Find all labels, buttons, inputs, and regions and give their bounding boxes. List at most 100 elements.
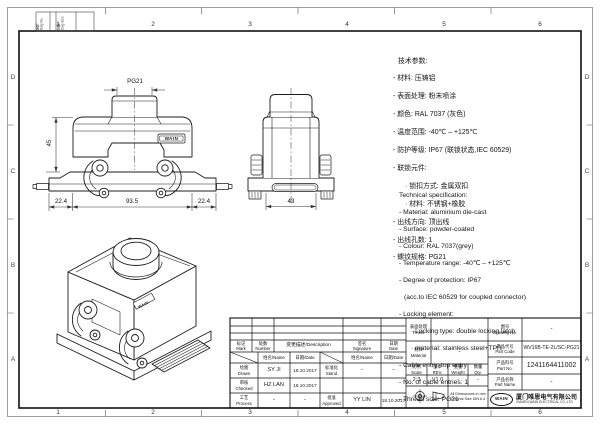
tb-date-label: 日期 Date bbox=[388, 340, 399, 351]
spec-line: - Surface: powder-coated bbox=[399, 226, 475, 234]
spec-line: - 颜色: RAL 7037 (灰色) bbox=[393, 111, 466, 119]
tb-stand-date: - bbox=[392, 367, 395, 374]
tb-stand-label: 标准化 Stand bbox=[325, 365, 338, 376]
tb-checked-date: 18.10.2017 bbox=[293, 382, 317, 388]
projection-symbol bbox=[413, 389, 445, 403]
dim-thread-pg21: PG21 bbox=[127, 78, 143, 85]
tb-part-name-value: - bbox=[550, 378, 553, 385]
tb-company-cell: WAIN 厦门唯恩电气有限公司 XIAMEN WAIN ELECTRICAL C… bbox=[488, 390, 581, 408]
tb-checked-name: HZ LAN bbox=[264, 382, 284, 389]
dim-left-22-4: 22.4 bbox=[54, 198, 68, 205]
company-name-cn: 厦门唯恩电气有限公司 bbox=[516, 393, 577, 401]
tb-qty-value: - bbox=[477, 377, 479, 384]
tb-drawn-name: SY JI bbox=[267, 367, 281, 374]
spec-line: (acc.to IEC 60529 for coupled connector) bbox=[404, 294, 526, 302]
tb-part-no-value: 1241164411002 bbox=[526, 361, 577, 369]
tb-number-label: 处数 Number bbox=[255, 340, 271, 351]
zone-row-right-d: D bbox=[584, 74, 590, 82]
spec-line: · Locking type: double locking latch bbox=[411, 328, 516, 336]
zone-col-bottom-1: 1 bbox=[56, 408, 60, 416]
spec-line: - Temperature range: -40℃ – +125℃ bbox=[399, 260, 511, 268]
spec-line: · material: stainless steel+TPR bbox=[411, 345, 502, 353]
tb-material-label: 材料 Material bbox=[410, 347, 427, 358]
spec-line: - 材料: 压铸铝 bbox=[393, 75, 436, 83]
tb-drawing-no-label: 图号 Drawing No. bbox=[493, 324, 517, 335]
zone-col-top-2: 2 bbox=[151, 20, 155, 28]
tb-mark-label: 标记 Mark bbox=[236, 340, 246, 351]
front-dimensions bbox=[46, 87, 217, 211]
zone-row-right-a: A bbox=[584, 356, 590, 364]
zone-col-bottom-4: 4 bbox=[345, 408, 349, 416]
tb-approved-signature: YY LIN bbox=[353, 397, 371, 404]
spec-line: - Colour: RAL 7037(grey) bbox=[399, 243, 474, 251]
spec-line: - No. of cable entries: 1 bbox=[399, 379, 469, 387]
tb-rev-value: V1.0 bbox=[431, 377, 444, 384]
zone-row-right-b: B bbox=[584, 262, 590, 270]
tb-process-date: - bbox=[304, 397, 306, 404]
front-brand-label: WAIN bbox=[164, 135, 179, 141]
corner-cell-dwg-size: 规格 Dwg Size bbox=[57, 16, 65, 30]
tb-process-name: - bbox=[273, 397, 275, 404]
zone-col-bottom-5: 5 bbox=[442, 408, 446, 416]
tb-qty-label: 数量 Qty. bbox=[473, 364, 483, 375]
company-name-en: XIAMEN WAIN ELECTRICAL CO.,LTD bbox=[516, 399, 573, 404]
iso-latches bbox=[71, 300, 148, 369]
tb-date1-label: 日期/Date bbox=[295, 354, 315, 360]
specs-english: Technical specification: - Material: alu… bbox=[399, 184, 584, 412]
tb-drawn-label: 绘图 Drawn bbox=[237, 365, 251, 376]
spec-line: - 出线方向: 顶出线 bbox=[393, 218, 450, 226]
sheet-frame bbox=[7, 7, 593, 417]
tb-part-code-label: 产品代号 Part Code bbox=[495, 343, 515, 354]
tb-name1-label: 姓名/Name bbox=[263, 354, 285, 360]
zone-col-top-1: 1 bbox=[56, 20, 60, 28]
tb-drawn-date: 18.10.2017 bbox=[293, 367, 317, 373]
dim-right-22-4: 22.4 bbox=[197, 198, 211, 205]
tb-checked-label: 审核 Checked bbox=[235, 380, 253, 391]
tb-name2-label: 姓名/Name bbox=[351, 354, 373, 360]
tb-part-no-label: 产品料号 Part No. bbox=[496, 360, 514, 371]
spec-line: · 材料: 不锈钢+橡胶 bbox=[405, 200, 466, 208]
corner-cell-dwg-no: 图号 Dwg No. bbox=[36, 17, 44, 30]
tb-material-value: - bbox=[458, 349, 461, 356]
tb-signature-label: 签名 Signature bbox=[352, 340, 372, 351]
spec-line: - 温度范围: -40℃ – +125℃ bbox=[393, 129, 478, 137]
tb-finish-label: 表面处理 Finish bbox=[409, 324, 428, 335]
spec-line: - Degree of protection: IP67 bbox=[399, 277, 482, 285]
front-latches bbox=[83, 159, 182, 199]
spec-line: - 螺纹规格: PG21 bbox=[393, 254, 447, 262]
zone-col-top-6: 6 bbox=[538, 20, 542, 28]
zone-row-left-a: A bbox=[10, 356, 16, 364]
company-logo: WAIN bbox=[490, 392, 513, 406]
company-names: 厦门唯恩电气有限公司 XIAMEN WAIN ELECTRICAL CO.,LT… bbox=[516, 394, 577, 405]
zone-ticks bbox=[7, 7, 593, 417]
specs-en-title: Technical specification: bbox=[399, 192, 468, 200]
zone-row-right-c: C bbox=[584, 168, 590, 176]
tb-finish-value: - bbox=[458, 326, 461, 333]
tb-process-label: 工艺 Process bbox=[236, 395, 252, 406]
spec-line: · 锁扣方式: 金属双扣 bbox=[405, 182, 469, 190]
zone-row-left-c: C bbox=[10, 168, 16, 176]
specs-cn-title: 技术参数: bbox=[398, 57, 428, 65]
tb-weight-label: 重量 Weight bbox=[451, 364, 465, 375]
zone-col-top-4: 4 bbox=[345, 20, 349, 28]
tb-stand-signature: - bbox=[361, 367, 363, 374]
tb-scale-label: 比例 Scale bbox=[411, 364, 422, 375]
tb-rev-label: 版本 REV. bbox=[432, 364, 443, 375]
tb-part-name-label: 产品名称 Part Name bbox=[494, 376, 516, 387]
zone-col-bottom-6: 6 bbox=[538, 408, 542, 416]
tb-dimensions-note: All Dimensions in mm Original Size DIN A… bbox=[450, 392, 486, 401]
side-dimensions bbox=[265, 193, 317, 210]
zone-row-left-b: B bbox=[10, 262, 16, 270]
zone-col-top-3: 3 bbox=[248, 20, 252, 28]
dim-side-43: 43 bbox=[287, 197, 295, 205]
tb-weight-value: - bbox=[457, 377, 459, 384]
tb-approved-label: 批准 Approved bbox=[322, 395, 341, 406]
zone-col-top-5: 5 bbox=[442, 20, 446, 28]
title-block-grid bbox=[229, 317, 582, 409]
tb-description-label: 变更描述/Description bbox=[286, 343, 331, 349]
spec-line: - 出线孔数: 1 bbox=[393, 236, 433, 244]
corner-block bbox=[35, 11, 95, 32]
iso-view-linework bbox=[56, 237, 212, 381]
